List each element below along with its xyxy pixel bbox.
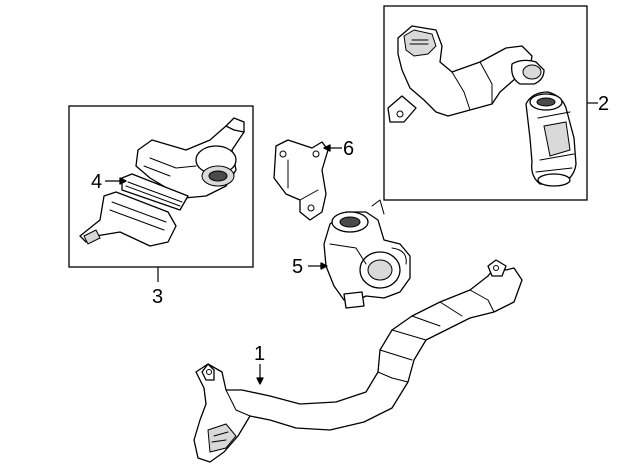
part-4-filter-element[interactable]: [121, 173, 189, 211]
part-3-air-cleaner-lower[interactable]: [79, 191, 177, 247]
part-3-box: [68, 105, 254, 268]
part-6-bracket[interactable]: [273, 139, 329, 221]
callout-3: 3: [152, 286, 163, 308]
part-3-group: [68, 105, 254, 282]
callout-2: 2: [598, 93, 609, 115]
callout-1: 1: [254, 343, 265, 365]
part-6-leader-arrow: [323, 144, 331, 152]
part-2-hose-lower[interactable]: [525, 91, 577, 187]
part-3-air-cleaner-upper[interactable]: [135, 117, 245, 199]
part-5-resonator[interactable]: [323, 199, 411, 309]
part-2-hose-upper[interactable]: [387, 25, 545, 123]
part-4-leader-arrow: [119, 177, 127, 185]
callout-6: 6: [343, 138, 354, 160]
part-1-leader-arrow: [256, 377, 264, 385]
part-1-duct[interactable]: [193, 259, 523, 463]
part-5-leader-arrow: [320, 262, 328, 270]
callout-4: 4: [91, 171, 102, 193]
callout-5: 5: [292, 256, 303, 278]
part-2-group: [383, 5, 598, 201]
